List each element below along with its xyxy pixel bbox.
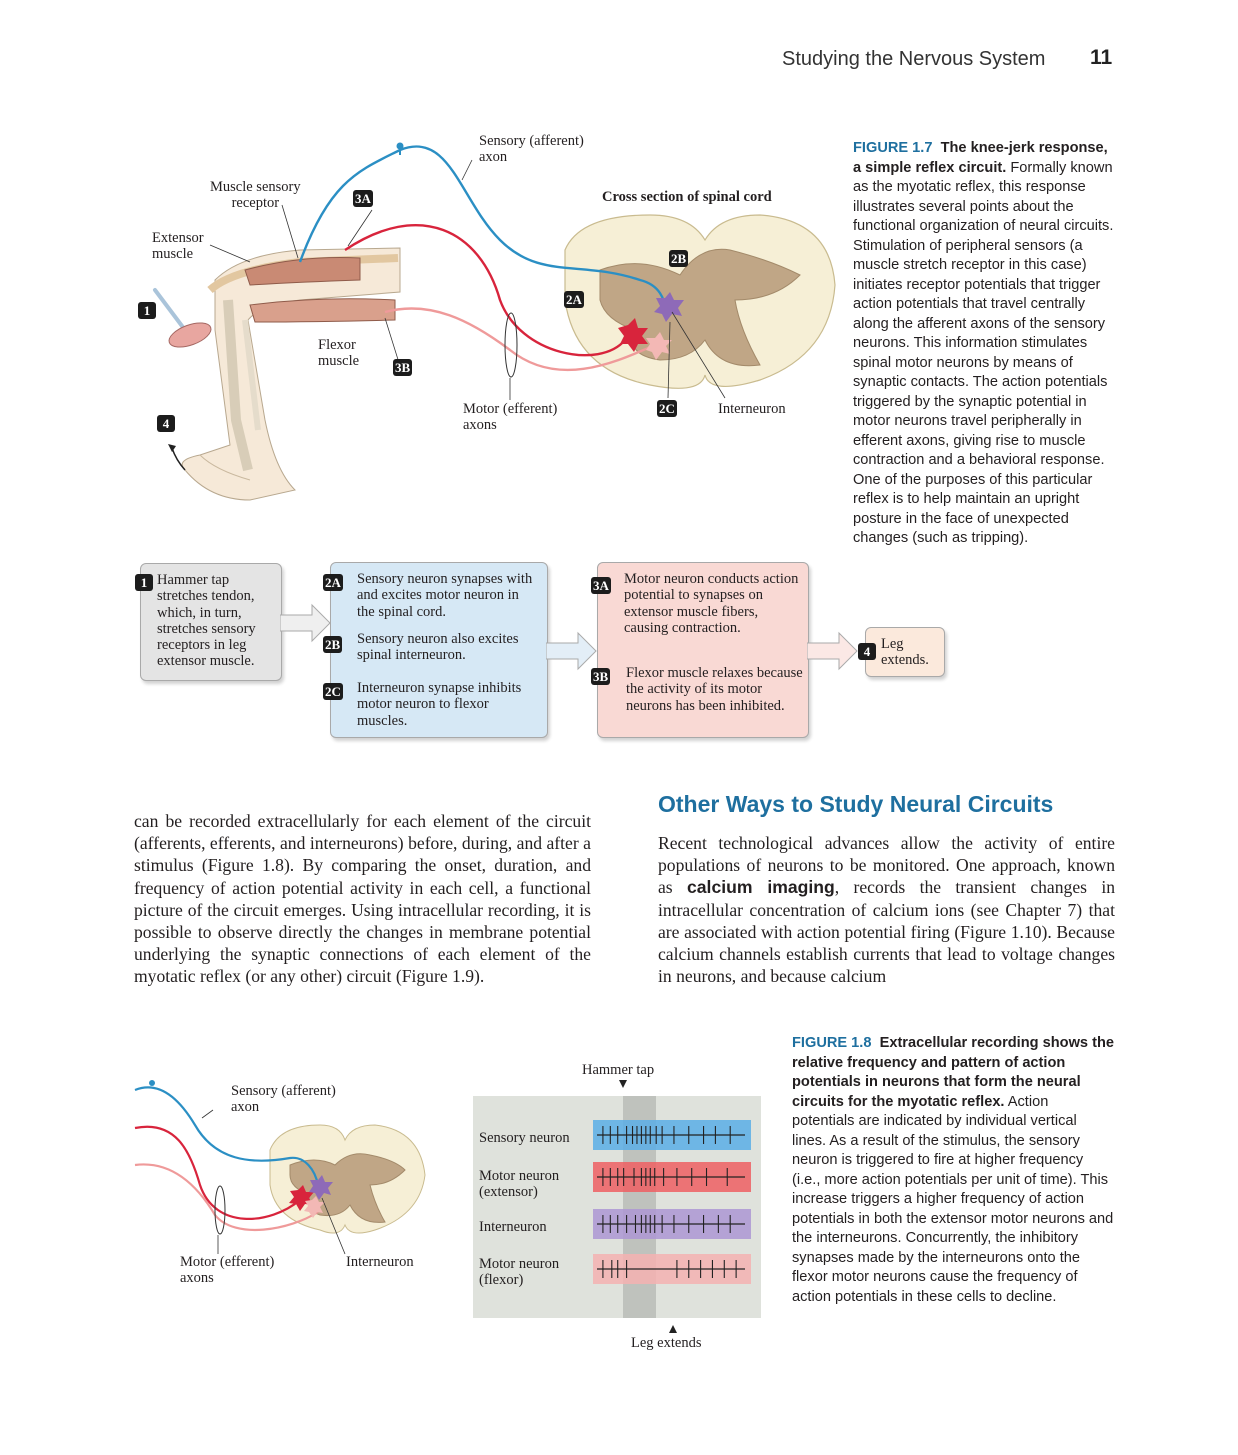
caption-text: Formally known as the myotatic reflex, t… — [853, 159, 1114, 547]
badge-2c: 2C — [657, 400, 677, 417]
leg-illustration — [181, 247, 401, 501]
figure-1-8-caption: FIGURE 1.8 Extracellular recording shows… — [792, 1034, 1114, 1307]
extensor-motor-neuron — [618, 318, 648, 352]
fig8-label-sensory-axon: Sensory (afferent) axon — [231, 1083, 336, 1115]
trace-label-motor-flexor: Motor neuron (flexor) — [479, 1256, 560, 1288]
fig8-label-leg-extends: Leg extends — [631, 1335, 702, 1351]
badge-step-1: 1 — [135, 574, 153, 591]
step-1-text: Hammer tap stretches tendon, which, in t… — [157, 572, 256, 670]
interneuron-cell — [654, 292, 684, 322]
flow-box-step-3: Motor neuron conducts action potential t… — [597, 562, 809, 738]
recording-traces — [593, 1120, 751, 1284]
step-2a-text: Sensory neuron synapses with and excites… — [357, 571, 533, 620]
trace-label-interneuron: Interneuron — [479, 1219, 547, 1235]
label-interneuron: Interneuron — [718, 401, 786, 417]
step-3b-text: Flexor muscle relaxes because the activi… — [626, 665, 803, 714]
leg-extends-marker-icon — [669, 1325, 677, 1333]
badge-step-2b: 2B — [323, 636, 343, 653]
flow-arrow-1 — [280, 603, 331, 643]
flexor-motor-neuron — [646, 332, 672, 360]
flow-box-step-4: Leg extends. — [865, 627, 945, 677]
flow-arrow-2 — [546, 631, 597, 671]
caption-8-title: Extracellular recording shows the relati… — [792, 1035, 1114, 1110]
figure-1-8-circuit — [134, 1080, 426, 1255]
badge-step-2c: 2C — [323, 683, 343, 700]
body-right-paragraph: Recent technological advances allow the … — [658, 832, 1115, 987]
step-3a-text: Motor neuron conducts action potential t… — [624, 571, 799, 636]
body-right-text-2: , records the transient changes in intra… — [658, 877, 1116, 987]
fig8-label-motor-axons: Motor (efferent) axons — [180, 1254, 275, 1286]
key-term-calcium-imaging: calcium imaging — [686, 877, 835, 898]
body-right-text-1: Recent technological advances allow the … — [658, 833, 1115, 898]
running-head: Studying the Nervous System — [782, 48, 1046, 70]
flexor-motor-axon — [384, 307, 656, 372]
caption-title: The knee-jerk response, a simple reflex … — [853, 140, 1108, 176]
trace-label-motor-extensor: Motor neuron (extensor) — [479, 1168, 560, 1200]
extensor-motor-axon — [344, 224, 626, 357]
badge-2a: 2A — [564, 291, 584, 308]
figure-1-7-diagram — [153, 142, 836, 501]
motor-axons-bundle — [504, 312, 518, 378]
badge-3a: 3A — [353, 190, 373, 207]
caption-8-text: Action potentials are indicated by indiv… — [792, 1093, 1114, 1305]
badge-step-3a: 3A — [591, 577, 611, 594]
badge-2b: 2B — [669, 250, 689, 267]
flow-box-step-1: Hammer tap stretches tendon, which, in t… — [140, 563, 282, 681]
step-2c-text: Interneuron synapse inhibits motor neuro… — [357, 680, 522, 729]
label-sensory-axon: Sensory (afferent) axon — [479, 133, 584, 165]
fig8-label-hammer-tap: Hammer tap — [582, 1062, 655, 1078]
body-left-paragraph: can be recorded extracellularly for each… — [134, 811, 591, 987]
trace-label-sensory: Sensory neuron — [479, 1130, 570, 1146]
caption-8-number: FIGURE 1.8 — [792, 1035, 872, 1051]
step-4-text: Leg extends. — [881, 636, 929, 669]
reflex-hammer-icon — [153, 288, 212, 348]
badge-step-4: 4 — [858, 643, 876, 660]
badge-1: 1 — [138, 302, 156, 319]
label-flexor-muscle: Flexor muscle — [318, 337, 360, 369]
page-number: 11 — [1090, 46, 1113, 69]
flow-box-step-2: Sensory neuron synapses with and excites… — [330, 562, 548, 738]
fig8-label-interneuron: Interneuron — [346, 1254, 414, 1270]
hammer-tap-marker-icon — [619, 1080, 627, 1088]
spinal-cord-cross-section — [564, 214, 836, 389]
label-motor-axons: Motor (efferent) axons — [463, 401, 558, 433]
section-heading: Other Ways to Study Neural Circuits — [658, 791, 1054, 817]
badge-step-3b: 3B — [591, 668, 611, 685]
label-extensor-muscle: Extensor muscle — [152, 230, 204, 262]
badge-3b: 3B — [393, 359, 413, 376]
sensory-axon-path — [298, 145, 667, 311]
label-cross-section: Cross section of spinal cord — [602, 189, 772, 205]
leg-movement-arrow — [171, 447, 186, 471]
badge-step-2a: 2A — [323, 574, 343, 591]
caption-number: FIGURE 1.7 — [853, 140, 933, 156]
label-muscle-sensory-receptor: Muscle sensory receptor — [210, 179, 301, 211]
figure-1-7-caption: FIGURE 1.7 The knee-jerk response, a sim… — [853, 139, 1115, 549]
badge-4: 4 — [157, 415, 175, 432]
step-2b-text: Sensory neuron also excites spinal inter… — [357, 631, 519, 664]
flow-arrow-3 — [807, 631, 858, 671]
